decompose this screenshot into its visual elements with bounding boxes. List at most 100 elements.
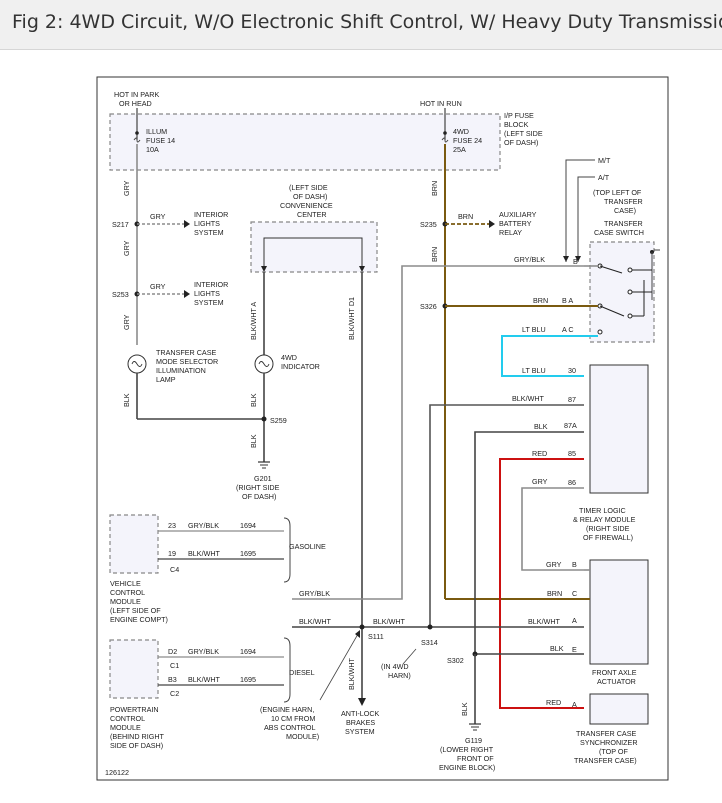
vcm-circuit-1695: 1695 (240, 549, 256, 558)
interior-lights-label-b: INTERIOR (194, 280, 228, 289)
pcm-label-5: SIDE OF DASH) (110, 741, 163, 750)
fuse14-label-3: 10A (146, 145, 159, 154)
pcm-circuit-1694: 1694 (240, 647, 256, 656)
cc-arrow-d1 (359, 266, 365, 272)
switch-pin-ba: B A (562, 296, 573, 305)
diagram-id: 126122 (105, 768, 129, 777)
vcm-c4: C4 (170, 565, 179, 574)
pcm-c2: C2 (170, 689, 179, 698)
s111-label: S111 (368, 632, 384, 641)
gry-blk-label-1: GRY/BLK (514, 255, 545, 264)
aux-relay-arrow (489, 220, 495, 228)
g119-label: G119 (465, 736, 482, 745)
timer-label-2: & RELAY MODULE (573, 515, 636, 524)
cc-label-3: CONVENIENCE (280, 201, 333, 210)
abs-label: ANTI-LOCK (341, 709, 380, 718)
pin-30: 30 (568, 366, 576, 375)
fuse-block-label: I/P FUSE (504, 111, 534, 120)
s253-arrow (184, 290, 190, 298)
fuse24-label-2: FUSE 24 (453, 136, 482, 145)
lt-blu-wire (501, 335, 598, 377)
pcm-gry-blk-label: GRY/BLK (188, 647, 219, 656)
sync-label-4: TRANSFER CASE) (574, 756, 637, 765)
s302-label: S302 (447, 656, 464, 665)
aux-relay-label-3: RELAY (499, 228, 522, 237)
d1-label: BLK/WHT D1 (347, 297, 356, 340)
fuse24-label-3: 25A (453, 145, 466, 154)
blk-wht-87-label: BLK/WHT (512, 394, 545, 403)
fuse-block-label-3: (LEFT SIDE (504, 129, 543, 138)
engine-harn-label: (ENGINE HARN, (260, 705, 314, 714)
sync-label-3: (TOP OF (599, 747, 628, 756)
abs-label-2: BRAKES (346, 718, 375, 727)
fuse24-node (443, 131, 447, 135)
s253-gry-label: GRY (150, 282, 166, 291)
s111-node (359, 624, 365, 630)
switch-blade-2 (599, 305, 625, 317)
lamp-blk-label: BLK (122, 393, 131, 407)
vcm-label-2: CONTROL (110, 588, 145, 597)
switch-contact-c (597, 329, 603, 335)
g119-label-2: (LOWER RIGHT (440, 745, 494, 754)
pcm-box (109, 639, 159, 699)
blk-wht-87-wire (429, 404, 584, 625)
aux-relay-label: AUXILIARY (499, 210, 537, 219)
brn-label-1: BRN (430, 181, 439, 196)
interior-lights-label-b3: SYSTEM (194, 298, 224, 307)
g119-blk-label: BLK (460, 702, 469, 716)
act-pin-b: B (572, 560, 577, 569)
indicator-label-2: INDICATOR (281, 362, 320, 371)
g201-blk-label: BLK (249, 434, 258, 448)
s259-node (261, 416, 267, 422)
cc-label-4: CENTER (297, 210, 327, 219)
s326-brn-label: BRN (533, 296, 548, 305)
s314-node (427, 624, 433, 630)
in-4wd-label-2: HARN) (388, 671, 411, 680)
gry-86-label-2: GRY (546, 560, 562, 569)
gry-86-wire (521, 487, 584, 571)
diesel-label: DIESEL (289, 668, 315, 677)
gry-86-label: GRY (532, 477, 548, 486)
engine-harn-leader (319, 633, 359, 701)
switch-pin-b: B (573, 257, 578, 266)
cc-arrow-a (261, 266, 267, 272)
diagram-frame (96, 76, 669, 781)
act-pin-a: A (572, 616, 577, 625)
in-4wd-leader (402, 648, 417, 665)
sync-label: TRANSFER CASE (576, 729, 637, 738)
indicator-blk-label: BLK (249, 393, 258, 407)
pcm-label-4: (BEHIND RIGHT (110, 732, 165, 741)
actuator-brn-label: BRN (547, 589, 562, 598)
pcm-pin-d2: D2 (168, 647, 177, 656)
gry-label-2: GRY (122, 240, 131, 256)
s217-gry-label: GRY (150, 212, 166, 221)
pin-87: 87 (568, 395, 576, 404)
indicator-label: 4WD (281, 353, 297, 362)
switch-contact-2 (627, 313, 633, 319)
hot-park-label-2: OR HEAD (119, 99, 152, 108)
abs-label-3: SYSTEM (345, 727, 375, 736)
aux-brn-label: BRN (458, 212, 473, 221)
switch-label-5: CASE SWITCH (594, 228, 644, 237)
vcm-gry-blk-label: GRY/BLK (188, 521, 219, 530)
actuator-label-2: ACTUATOR (597, 677, 636, 686)
lamp-label-3: ILLUMINATION (156, 366, 206, 375)
switch-blade-1 (599, 265, 623, 274)
interior-lights-label: INTERIOR (194, 210, 228, 219)
fuse24-symbol (441, 137, 449, 143)
brn-label-2: BRN (430, 247, 439, 262)
blk-wht-act-label: BLK/WHT (528, 617, 561, 626)
lt-blu-label-1: LT BLU (522, 325, 546, 334)
gry-blk-label-2: GRY/BLK (299, 589, 330, 598)
mt-line (565, 159, 595, 262)
gasoline-label: GASOLINE (289, 542, 326, 551)
aux-relay-label-2: BATTERY (499, 219, 532, 228)
pcm-label-2: CONTROL (110, 714, 145, 723)
gry-label-1: GRY (122, 180, 131, 196)
pcm-c1: C1 (170, 661, 179, 670)
front-axle-actuator (589, 559, 649, 665)
red-label-1: RED (532, 449, 547, 458)
cc-label: (LEFT SIDE (289, 183, 328, 192)
switch-label-4: TRANSFER (604, 219, 643, 228)
